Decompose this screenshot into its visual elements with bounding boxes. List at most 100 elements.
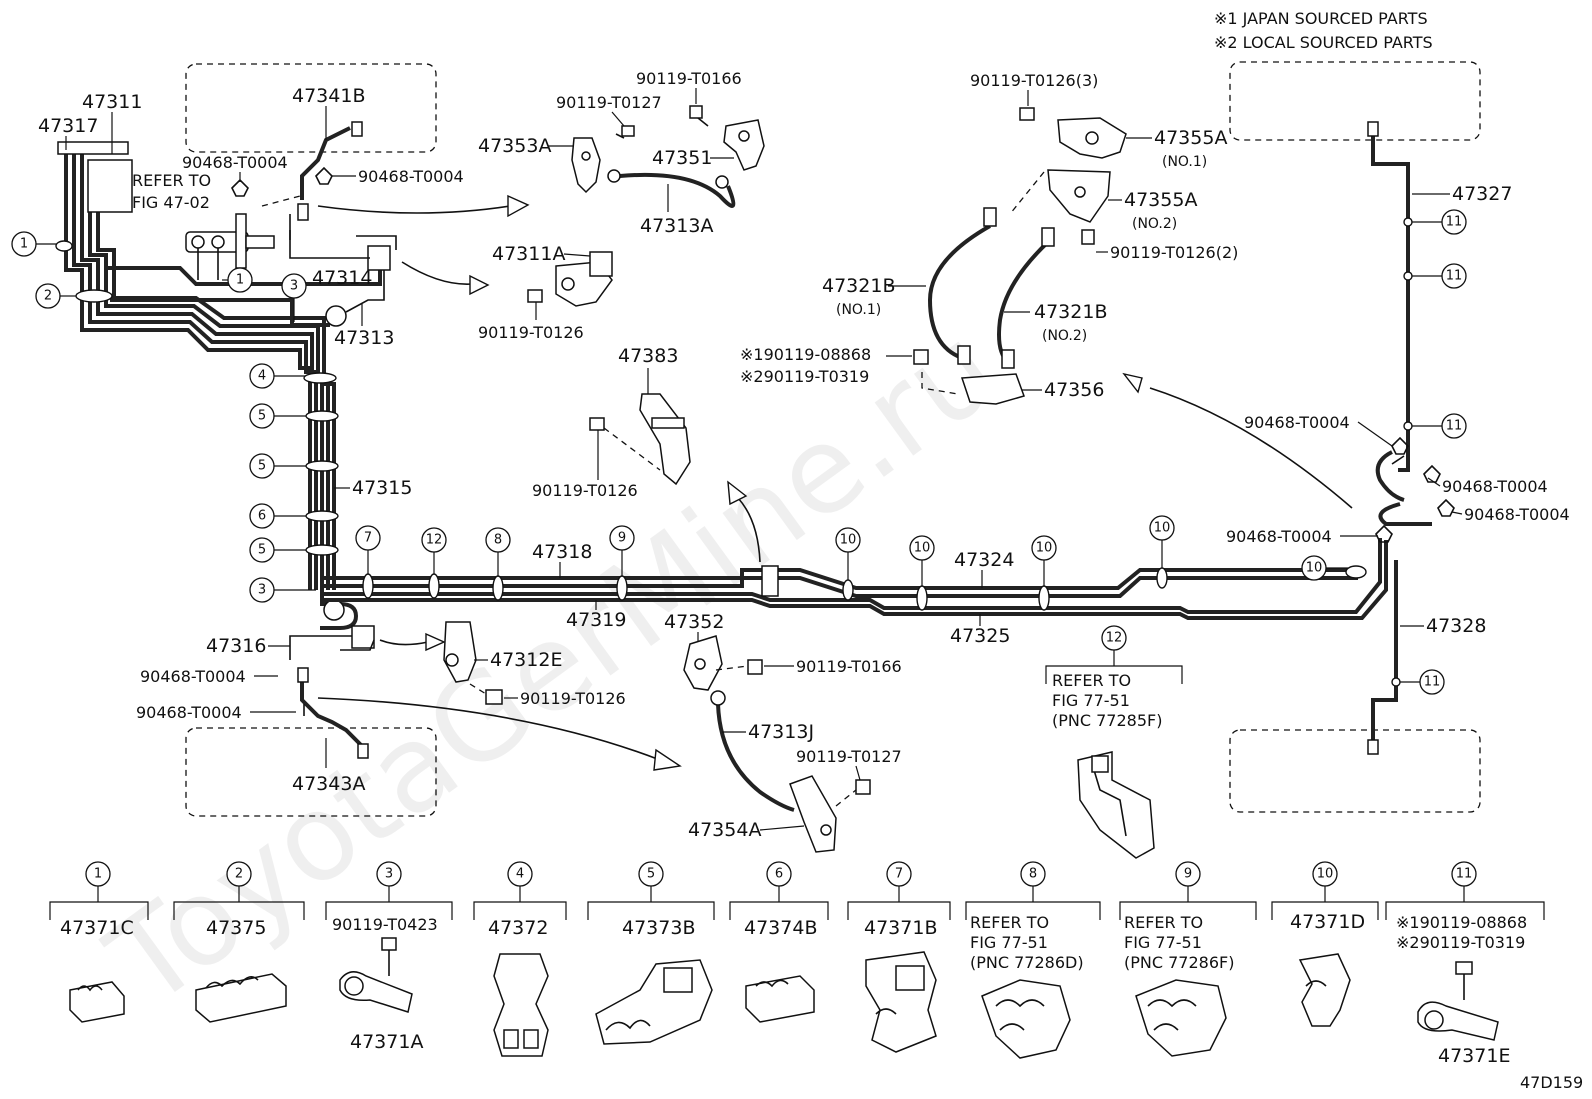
svg-text:1: 1: [236, 273, 244, 288]
label-47354A: 47354A: [688, 819, 761, 841]
label-47356: 47356: [1044, 379, 1104, 401]
legend-num-11: 11: [1456, 867, 1473, 882]
hose-47343A: [297, 667, 369, 759]
svg-text:11: 11: [1446, 269, 1463, 284]
clamp-6-illustration: [745, 975, 815, 1023]
clamp-5-illustration: [595, 959, 713, 1045]
arrow-to-47383: [737, 497, 761, 563]
svg-text:5: 5: [258, 543, 266, 558]
bracket-47355A-no1: [1019, 107, 1127, 159]
callout-clamp-2: 2: [35, 283, 113, 309]
label-47321B-1: 47321B: [822, 275, 895, 297]
svg-text:11: 11: [1446, 419, 1463, 434]
label-47327: 47327: [1452, 183, 1512, 205]
label-90119-T0126-b: 90119-T0126: [532, 481, 638, 500]
legend-num-3: 3: [385, 867, 393, 882]
label-90468-a: 90468-T0004: [182, 153, 288, 172]
clamp-77285F-illustration: [1077, 751, 1155, 859]
clamp-11-illustration: [1417, 961, 1499, 1041]
legend-11-line1: ※190119-08868: [1396, 913, 1527, 932]
legend-num-2: 2: [235, 867, 243, 882]
arrow-to-47312E: [379, 639, 429, 646]
callout-clamp-5b: 5: [249, 453, 339, 479]
callout-clamp-11c: 11: [1403, 413, 1467, 439]
legend-4-part: 47372: [488, 917, 548, 939]
callout-clamp-10d: 10: [1149, 515, 1175, 589]
label-90468-e: 90468-T0004: [1244, 413, 1350, 432]
arrowhead: [727, 480, 748, 506]
callout-clamp-9: 9: [609, 525, 635, 601]
label-90119-08868: ※190119-08868: [740, 345, 871, 364]
callout-clamp-10c: 10: [1031, 535, 1057, 611]
legend-num-4: 4: [516, 867, 524, 882]
svg-text:8: 8: [494, 533, 502, 548]
legend-8-line1: REFER TO: [970, 913, 1049, 932]
callout-clamp-3b: 3: [249, 577, 316, 603]
callout-clamp-11b: 11: [1403, 263, 1467, 289]
callout-clamp-4: 4: [249, 363, 337, 389]
arrowhead: [425, 632, 446, 652]
main-pipe-bundle: [64, 150, 382, 590]
legend-num-9: 9: [1184, 867, 1192, 882]
label-90119-T0126-2: 90119-T0126(2): [1110, 243, 1238, 262]
proportioning-valve: [185, 213, 275, 280]
label-47313J: 47313J: [748, 721, 814, 743]
callout-clamp-8: 8: [485, 527, 511, 601]
svg-text:6: 6: [258, 509, 266, 524]
legend-11-line2: ※290119-T0319: [1396, 933, 1525, 952]
hose-rear-right: [1375, 436, 1455, 543]
label-47351: 47351: [652, 147, 712, 169]
valve-block-outline: [57, 141, 129, 155]
label-90119-T0127-b: 90119-T0127: [796, 747, 902, 766]
legend-5-part: 47373B: [622, 917, 695, 939]
label-no1-a: (NO.1): [1162, 154, 1207, 170]
callout-clamp-12b: 12: [1101, 625, 1127, 651]
callout-clamp-7: 7: [355, 525, 381, 599]
clamp-9-illustration: [1135, 979, 1227, 1057]
line-47328: [1367, 560, 1398, 755]
clamp-7-illustration: [865, 951, 937, 1053]
bolt-90119-T0127-a: [615, 125, 635, 139]
svg-text:12: 12: [1106, 631, 1123, 646]
svg-text:10: 10: [840, 533, 857, 548]
legend-11-part: 47371E: [1438, 1045, 1510, 1067]
callout-clamp-6: 6: [249, 503, 339, 529]
arrowhead: [1122, 372, 1143, 394]
legend-3-bolt: 90119-T0423: [332, 915, 438, 934]
callout-clamp-5c: 5: [249, 537, 339, 563]
clamp-4-illustration: [493, 953, 549, 1057]
label-47314: 47314: [312, 267, 372, 289]
label-47317: 47317: [38, 115, 98, 137]
rear-lines: [322, 538, 1388, 620]
svg-text:5: 5: [258, 459, 266, 474]
hose-47321B-no1: [927, 207, 997, 365]
bracket-47353A: [571, 137, 601, 194]
legend-9-line1: REFER TO: [1124, 913, 1203, 932]
label-47383: 47383: [618, 345, 678, 367]
callout-clamp-3a: 3: [281, 273, 307, 322]
label-90119-T0126-c: 90119-T0126: [520, 689, 626, 708]
hose-47313J: [710, 690, 795, 812]
legend-8-line2: FIG 77-51: [970, 933, 1048, 952]
arrow-to-47311A: [401, 261, 473, 285]
svg-text:10: 10: [914, 541, 931, 556]
legend-2-part: 47375: [206, 917, 266, 939]
label-90119-T0127-a: 90119-T0127: [556, 93, 662, 112]
legend-num-8: 8: [1029, 867, 1037, 882]
legend-8-line3: (PNC 77286D): [970, 953, 1084, 972]
svg-text:2: 2: [44, 289, 52, 304]
label-47324: 47324: [954, 549, 1014, 571]
label-90119-T0126-a: 90119-T0126: [478, 323, 584, 342]
label-refer-77285F-1: REFER TO: [1052, 671, 1131, 690]
svg-text:9: 9: [618, 531, 626, 546]
callout-clamp-1: 1: [11, 231, 73, 257]
svg-text:12: 12: [426, 533, 443, 548]
legend-num-1: 1: [94, 867, 102, 882]
legend-num-5: 5: [647, 867, 655, 882]
label-47312E: 47312E: [490, 649, 562, 671]
clip-90468-b: [315, 166, 333, 185]
label-47315: 47315: [352, 477, 412, 499]
label-90119-T0166-b: 90119-T0166: [796, 657, 902, 676]
hose-47321B-no2: [997, 227, 1055, 369]
label-no1-b: (NO.1): [836, 302, 881, 318]
